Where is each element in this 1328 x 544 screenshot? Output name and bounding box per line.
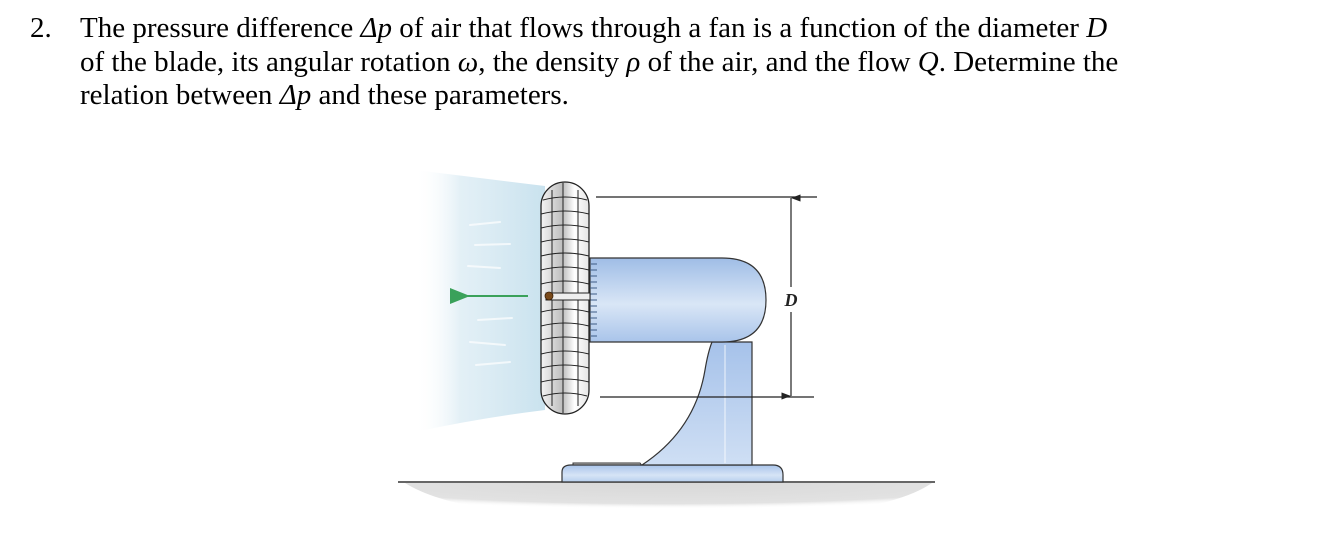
problem-line-1: The pressure difference Δp of air that f… [80, 12, 1108, 44]
flow-symbol: Q [917, 46, 939, 78]
diameter-label: D [784, 290, 798, 310]
ground [398, 481, 935, 518]
problem-line-3: relation between Δp and these parameters… [80, 79, 569, 111]
rho-symbol: ρ [626, 46, 641, 78]
delta-p-symbol: Δp [279, 79, 312, 111]
omega-symbol: ω [457, 46, 479, 78]
problem-line-2: of the blade, its angular rotation ω, th… [80, 46, 1119, 78]
fan-stand [640, 341, 753, 466]
fan-guard [540, 181, 591, 415]
fan-base [561, 462, 784, 483]
diameter-symbol: D [1086, 12, 1108, 44]
diameter-dimension: D [596, 194, 817, 400]
motor-housing [589, 257, 767, 343]
problem-number: 2. [30, 12, 52, 44]
hub-icon [544, 291, 554, 301]
delta-p-symbol: Δp [360, 12, 392, 44]
air-stream [415, 170, 545, 432]
